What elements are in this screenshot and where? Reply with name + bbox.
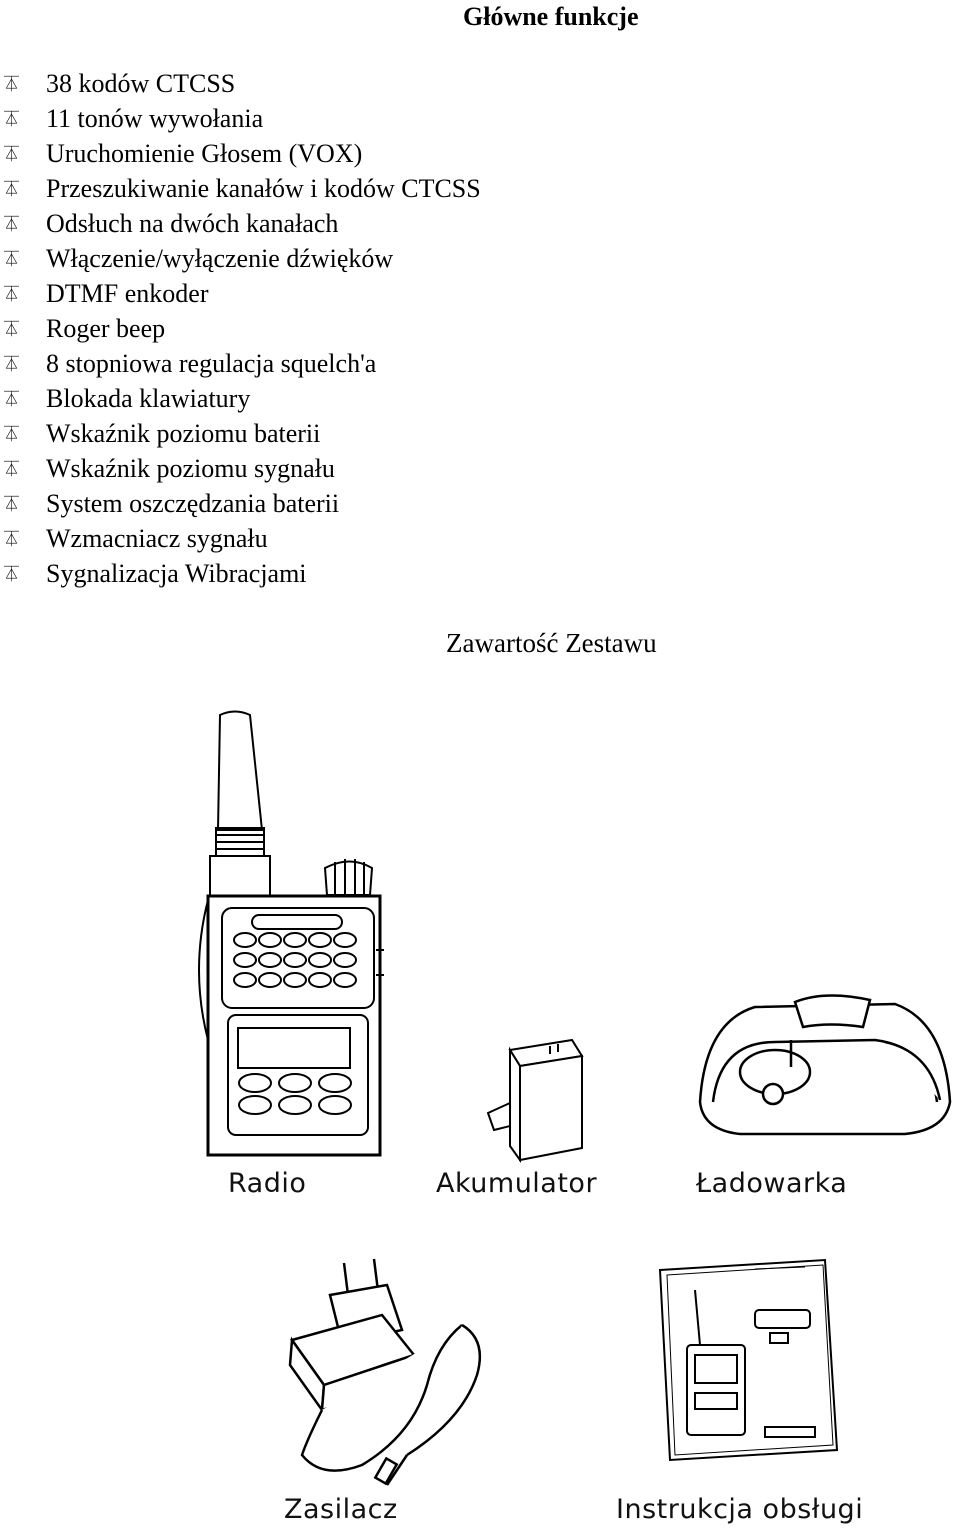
bullet-icon: ⏄ bbox=[4, 355, 20, 373]
bullet-icon: ⏄ bbox=[4, 320, 20, 338]
bullet-icon: ⏄ bbox=[4, 180, 20, 198]
feature-item: ⏄ Wskaźnik poziomu baterii bbox=[0, 416, 481, 451]
section-heading-main-functions: Główne funkcje bbox=[463, 2, 639, 31]
caption-power-adapter: Zasilacz bbox=[284, 1494, 398, 1525]
bullet-icon: ⏄ bbox=[4, 390, 20, 408]
bullet-icon: ⏄ bbox=[4, 495, 20, 513]
caption-charger: Ładowarka bbox=[696, 1168, 848, 1199]
bullet-icon: ⏄ bbox=[4, 460, 20, 478]
feature-text: Wskaźnik poziomu baterii bbox=[46, 418, 321, 448]
user-manual-illustration bbox=[658, 1258, 839, 1462]
bullet-icon: ⏄ bbox=[4, 75, 20, 93]
feature-text: Sygnalizacja Wibracjami bbox=[46, 558, 307, 588]
feature-item: ⏄ 38 kodów CTCSS bbox=[0, 66, 481, 101]
bullet-icon: ⏄ bbox=[4, 530, 20, 548]
bullet-icon: ⏄ bbox=[4, 145, 20, 163]
feature-text: Przeszukiwanie kanałów i kodów CTCSS bbox=[46, 173, 481, 203]
section-heading-package-contents: Zawartość Zestawu bbox=[446, 628, 657, 658]
feature-item: ⏄ DTMF enkoder bbox=[0, 276, 481, 311]
feature-item: ⏄ Roger beep bbox=[0, 311, 481, 346]
feature-item: ⏄ 11 tonów wywołania bbox=[0, 101, 481, 136]
bullet-icon: ⏄ bbox=[4, 565, 20, 583]
feature-item: ⏄ Odsłuch na dwóch kanałach bbox=[0, 206, 481, 241]
feature-item: ⏄ Wskaźnik poziomu sygnału bbox=[0, 451, 481, 486]
feature-text: Blokada klawiatury bbox=[46, 383, 251, 413]
charger-illustration bbox=[698, 994, 952, 1136]
bullet-icon: ⏄ bbox=[4, 215, 20, 233]
caption-user-manual: Instrukcja obsługi bbox=[616, 1494, 864, 1525]
feature-item: ⏄ Włączenie/wyłączenie dźwięków bbox=[0, 241, 481, 276]
feature-text: Odsłuch na dwóch kanałach bbox=[46, 208, 339, 238]
bullet-icon: ⏄ bbox=[4, 250, 20, 268]
feature-item: ⏄ 8 stopniowa regulacja squelch'a bbox=[0, 346, 481, 381]
feature-item: ⏄ Sygnalizacja Wibracjami bbox=[0, 556, 481, 591]
power-adapter-illustration bbox=[288, 1258, 482, 1486]
feature-item: ⏄ System oszczędzania baterii bbox=[0, 486, 481, 521]
feature-text: DTMF enkoder bbox=[46, 278, 209, 308]
feature-text: Wskaźnik poziomu sygnału bbox=[46, 453, 335, 483]
caption-radio: Radio bbox=[228, 1168, 307, 1199]
feature-text: 38 kodów CTCSS bbox=[46, 68, 236, 98]
bullet-icon: ⏄ bbox=[4, 425, 20, 443]
bullet-icon: ⏄ bbox=[4, 285, 20, 303]
feature-text: Wzmacniacz sygnału bbox=[46, 523, 268, 553]
feature-item: ⏄ Blokada klawiatury bbox=[0, 381, 481, 416]
feature-text: 8 stopniowa regulacja squelch'a bbox=[46, 348, 377, 378]
feature-text: Roger beep bbox=[46, 313, 166, 343]
feature-item: ⏄ Przeszukiwanie kanałów i kodów CTCSS bbox=[0, 171, 481, 206]
feature-text: Uruchomienie Głosem (VOX) bbox=[46, 138, 363, 168]
feature-text: System oszczędzania baterii bbox=[46, 488, 340, 518]
feature-item: ⏄ Uruchomienie Głosem (VOX) bbox=[0, 136, 481, 171]
feature-text: Włączenie/wyłączenie dźwięków bbox=[46, 243, 394, 273]
feature-list: ⏄ 38 kodów CTCSS ⏄ 11 tonów wywołania ⏄ Uru… bbox=[0, 66, 481, 591]
feature-text: 11 tonów wywołania bbox=[46, 103, 264, 133]
bullet-icon: ⏄ bbox=[4, 110, 20, 128]
feature-item: ⏄ Wzmacniacz sygnału bbox=[0, 521, 481, 556]
radio-illustration bbox=[198, 710, 384, 1157]
caption-battery: Akumulator bbox=[436, 1168, 598, 1199]
battery-illustration bbox=[486, 1038, 584, 1164]
